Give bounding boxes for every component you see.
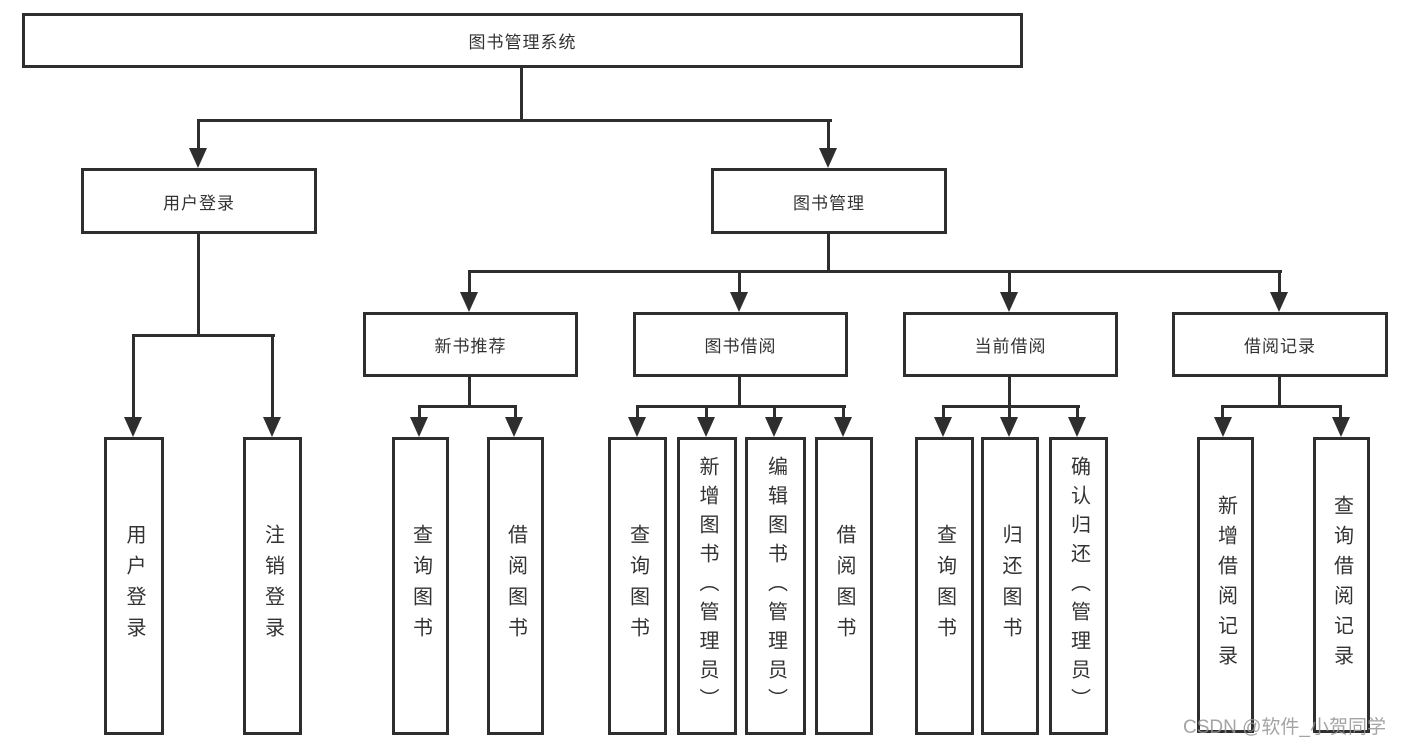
- node-book-management: 图书管理: [711, 168, 947, 234]
- leaf-user-login: 用户登录: [104, 437, 164, 735]
- connector-drop-leaf: [1008, 405, 1011, 419]
- node-borrowing-records: 借阅记录: [1172, 312, 1388, 377]
- leaf-label: 新增图书（管理员）: [696, 455, 718, 717]
- connector-drop-leaf: [773, 405, 776, 419]
- arrowhead: [189, 148, 207, 168]
- leaf-label: 注销登录: [261, 524, 284, 648]
- arrowhead: [124, 417, 142, 437]
- node-label: 借阅记录: [1244, 337, 1316, 356]
- connector-drop-leaf: [842, 405, 845, 419]
- leaf-add-borrow-record: 新增借阅记录: [1197, 437, 1254, 733]
- leaf-borrow-books-recommend: 借阅图书: [487, 437, 544, 735]
- node-label: 用户登录: [163, 193, 235, 213]
- connector-user-login-bus: [132, 334, 275, 337]
- connector-drop-current-borrowing: [1008, 270, 1011, 293]
- connector-drop-user-login: [197, 119, 200, 149]
- arrowhead: [1332, 417, 1350, 437]
- connector-drop-leaf: [1076, 405, 1079, 419]
- node-label: 图书借阅: [704, 337, 777, 356]
- node-label: 新书推荐: [434, 337, 507, 356]
- leaf-query-borrow-record: 查询借阅记录: [1313, 437, 1370, 733]
- connector-drop-leaf: [271, 334, 274, 418]
- arrowhead: [1000, 292, 1018, 312]
- node-new-book-recommendation: 新书推荐: [363, 312, 578, 377]
- node-root-library-management-system: 图书管理系统: [22, 13, 1023, 68]
- leaf-label: 查询借阅记录: [1330, 495, 1353, 675]
- arrowhead: [1270, 292, 1288, 312]
- connector-borrowing-records-trunk: [1278, 377, 1281, 408]
- arrowhead: [819, 148, 837, 168]
- leaf-label: 编辑图书（管理员）: [764, 455, 787, 717]
- connector-drop-book-management: [827, 119, 830, 149]
- arrowhead: [834, 417, 852, 437]
- arrowhead: [410, 417, 428, 437]
- node-label: 图书管理系统: [468, 33, 577, 52]
- connector-new-book-trunk: [468, 377, 471, 408]
- leaf-query-books-borrowing: 查询图书: [608, 437, 667, 735]
- leaf-label: 查询图书: [933, 524, 956, 648]
- connector-book-borrowing-bus: [636, 405, 846, 408]
- leaf-label: 确认归还（管理员）: [1067, 455, 1090, 717]
- leaf-return-books: 归还图书: [981, 437, 1039, 735]
- connector-current-borrowing-trunk: [1008, 377, 1011, 408]
- arrowhead: [765, 417, 783, 437]
- connector-drop-new-book: [468, 270, 471, 293]
- connector-book-borrowing-trunk: [738, 377, 741, 408]
- connector-new-book-bus: [418, 405, 517, 408]
- node-label: 图书管理: [793, 193, 865, 213]
- connector-drop-leaf: [1339, 405, 1342, 419]
- node-label: 当前借阅: [974, 337, 1047, 356]
- node-book-borrowing: 图书借阅: [633, 312, 848, 377]
- connector-level2-bus: [468, 270, 1282, 273]
- arrowhead: [505, 417, 523, 437]
- leaf-label: 归还图书: [999, 524, 1021, 648]
- connector-drop-leaf: [705, 405, 708, 419]
- arrowhead: [263, 417, 281, 437]
- leaf-edit-books-admin: 编辑图书（管理员）: [745, 437, 806, 735]
- leaf-query-books-current: 查询图书: [915, 437, 974, 735]
- connector-drop-leaf: [1221, 405, 1224, 419]
- leaf-add-books-admin: 新增图书（管理员）: [677, 437, 737, 735]
- leaf-label: 借阅图书: [833, 524, 855, 648]
- leaf-label: 查询图书: [626, 524, 649, 648]
- csdn-watermark: CSDN @软件_小贺同学: [1183, 717, 1386, 738]
- arrowhead: [1000, 417, 1018, 437]
- connector-drop-leaf: [942, 405, 945, 419]
- arrowhead: [730, 292, 748, 312]
- leaf-label: 用户登录: [123, 524, 145, 648]
- connector-drop-leaf: [636, 405, 639, 419]
- connector-drop-leaf: [418, 405, 421, 419]
- arrowhead: [628, 417, 646, 437]
- connector-drop-leaf: [514, 405, 517, 419]
- connector-root-trunk: [520, 66, 523, 122]
- connector-drop-leaf: [132, 334, 135, 418]
- connector-drop-borrowing-records: [1278, 270, 1281, 293]
- arrowhead: [1214, 417, 1232, 437]
- leaf-confirm-return-admin: 确认归还（管理员）: [1049, 437, 1108, 735]
- node-user-login: 用户登录: [81, 168, 317, 234]
- arrowhead: [697, 417, 715, 437]
- leaf-logout: 注销登录: [243, 437, 302, 735]
- leaf-label: 借阅图书: [504, 524, 527, 648]
- leaf-label: 新增借阅记录: [1214, 495, 1237, 675]
- connector-drop-book-borrowing: [738, 270, 741, 293]
- node-current-borrowing: 当前借阅: [903, 312, 1118, 377]
- leaf-borrow-books: 借阅图书: [815, 437, 873, 735]
- leaf-label: 查询图书: [409, 524, 432, 648]
- leaf-query-books-recommend: 查询图书: [392, 437, 449, 735]
- arrowhead: [1068, 417, 1086, 437]
- connector-level1-bus: [197, 119, 832, 122]
- connector-book-management-trunk: [827, 233, 830, 273]
- connector-borrowing-records-bus: [1221, 405, 1342, 408]
- arrowhead: [460, 292, 478, 312]
- connector-user-login-trunk: [197, 233, 200, 337]
- arrowhead: [934, 417, 952, 437]
- connector-current-borrowing-bus: [942, 405, 1080, 408]
